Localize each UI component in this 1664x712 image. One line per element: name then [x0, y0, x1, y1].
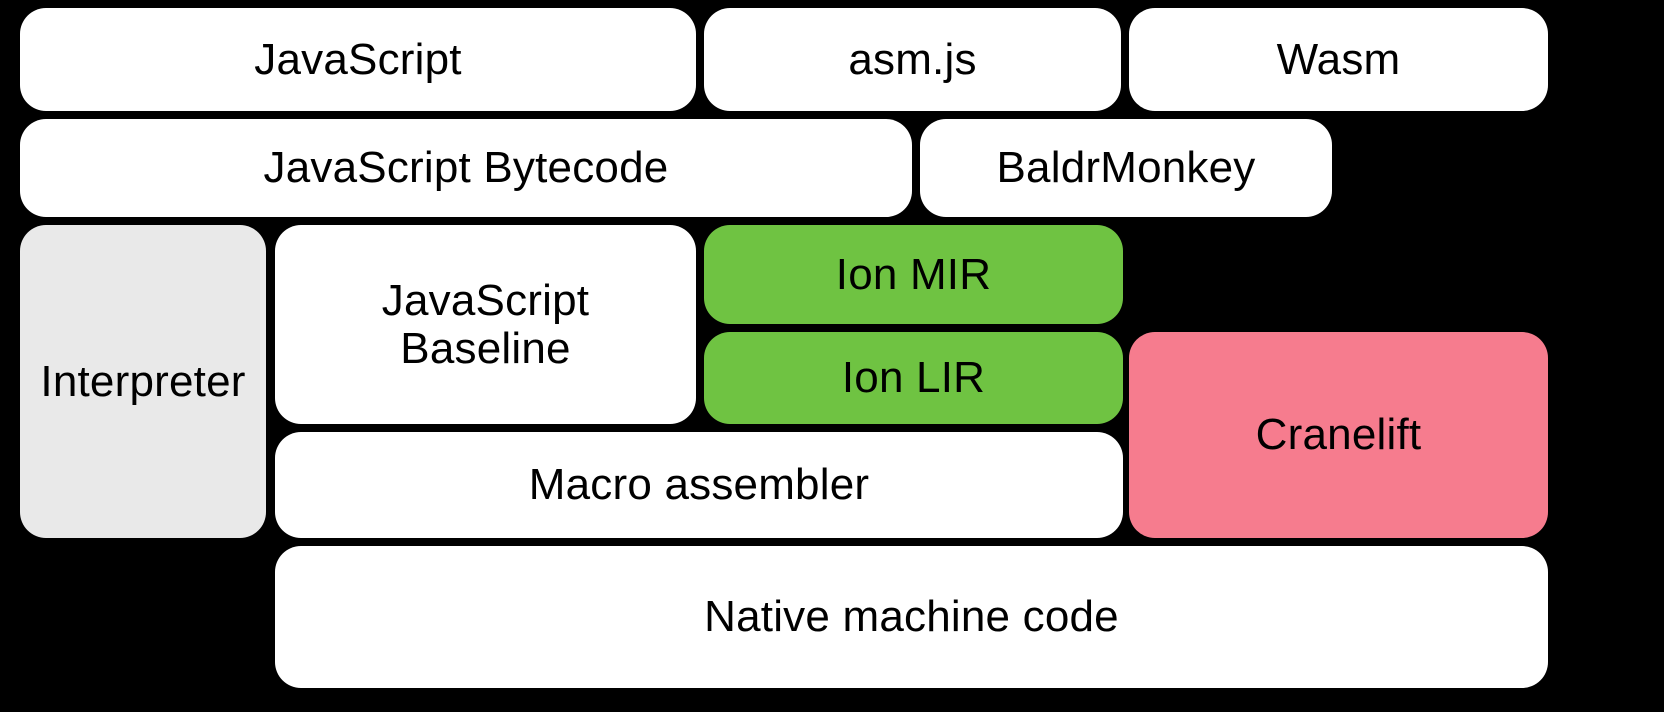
- node-baldrmonkey-label: BaldrMonkey: [996, 143, 1256, 193]
- node-wasm-label: Wasm: [1276, 34, 1401, 84]
- node-macro-assembler: Macro assembler: [275, 432, 1123, 538]
- node-baldrmonkey: BaldrMonkey: [920, 119, 1332, 217]
- node-javascript-bytecode: JavaScript Bytecode: [20, 119, 912, 217]
- node-cranelift: Cranelift: [1129, 332, 1548, 538]
- node-javascript-bytecode-label: JavaScript Bytecode: [263, 143, 669, 193]
- node-wasm: Wasm: [1129, 8, 1548, 111]
- node-native-machine-code-label: Native machine code: [704, 592, 1119, 642]
- node-javascript: JavaScript: [20, 8, 696, 111]
- node-interpreter-label: Interpreter: [40, 356, 246, 406]
- node-ion-mir-label: Ion MIR: [835, 249, 992, 299]
- node-javascript-baseline-label: JavaScript Baseline: [381, 275, 590, 373]
- node-ion-lir-label: Ion LIR: [841, 353, 986, 403]
- node-cranelift-label: Cranelift: [1255, 410, 1422, 460]
- node-ion-lir: Ion LIR: [704, 332, 1123, 424]
- node-native-machine-code: Native machine code: [275, 546, 1548, 688]
- node-asm-js: asm.js: [704, 8, 1121, 111]
- node-interpreter: Interpreter: [20, 225, 266, 538]
- node-javascript-baseline: JavaScript Baseline: [275, 225, 696, 424]
- node-asm-js-label: asm.js: [848, 34, 977, 84]
- node-macro-assembler-label: Macro assembler: [528, 460, 870, 510]
- node-javascript-label: JavaScript: [254, 34, 462, 84]
- node-ion-mir: Ion MIR: [704, 225, 1123, 324]
